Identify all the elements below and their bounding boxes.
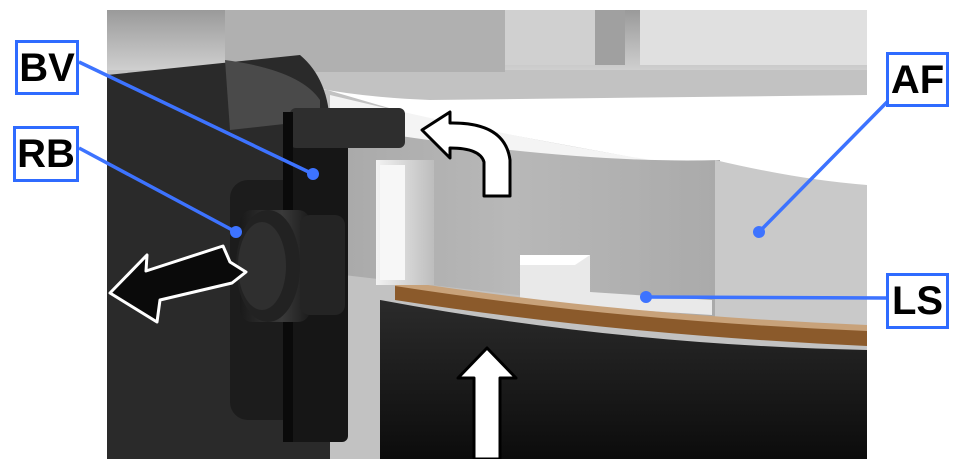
callout-label-rb: RB — [13, 126, 79, 182]
render-area — [107, 10, 867, 459]
leader-line-bv — [78, 60, 314, 176]
callout-label-ls: LS — [886, 273, 949, 329]
push-up-arrow-icon — [456, 346, 518, 459]
rotate-arrow-icon — [420, 110, 512, 198]
leader-dot-ls — [640, 291, 652, 303]
callout-label-bv: BV — [15, 40, 79, 95]
leader-dot-rb — [230, 226, 242, 238]
callout-label-af: AF — [886, 52, 949, 107]
leader-line-af — [757, 98, 891, 234]
leader-line-rb — [78, 146, 237, 234]
leader-line-ls — [645, 295, 887, 300]
leader-dots — [230, 168, 765, 303]
leader-lines — [78, 60, 891, 300]
leader-dot-af — [753, 226, 765, 238]
pull-arrow-icon — [108, 244, 248, 324]
leader-dot-bv — [307, 168, 319, 180]
